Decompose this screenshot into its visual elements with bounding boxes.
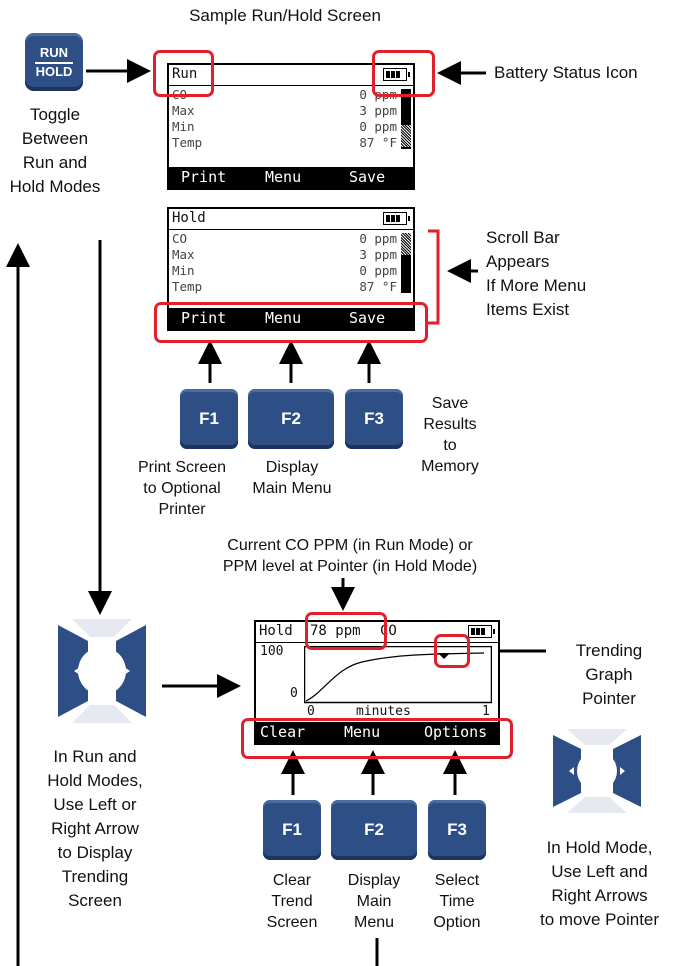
run-mode-label: Run — [172, 66, 198, 82]
f1-caption: Print Screen to Optional Printer — [137, 459, 227, 518]
hold-softkey-bar: Print Menu Save — [169, 308, 413, 329]
battery-icon — [383, 68, 410, 81]
f1-bottom-caption: Clear Trend Screen — [266, 872, 318, 931]
f3-bottom-caption: Select Time Option — [433, 872, 481, 931]
f3-key[interactable]: F3 — [345, 389, 403, 449]
softkey-menu[interactable]: Menu — [265, 168, 302, 186]
battery-icon — [383, 212, 410, 225]
battery-icon — [468, 625, 495, 638]
run-hold-key-line1: RUN — [39, 45, 69, 60]
pointer-highlight — [434, 634, 470, 668]
softkey-highlight — [154, 302, 428, 343]
softkey-clear[interactable]: Clear — [260, 723, 306, 741]
f3-caption: Save Results to Memory — [421, 395, 479, 475]
run-hold-key[interactable]: RUN HOLD — [25, 33, 83, 91]
y-max-label: 100 — [260, 644, 284, 659]
run-hold-caption: Toggle Between Run and Hold Modes — [9, 105, 101, 196]
softkey-save[interactable]: Save — [349, 309, 386, 327]
softkey-print[interactable]: Print — [181, 168, 227, 186]
run-hold-key-divider — [35, 62, 73, 64]
run-hold-key-line2: HOLD — [35, 64, 73, 79]
arrow-pad-right[interactable] — [543, 727, 651, 815]
arrow-right-caption: In Hold Mode, Use Left and Right Arrows … — [539, 838, 660, 929]
hold-mode-label: Hold — [172, 210, 206, 226]
battery-highlight — [372, 50, 435, 97]
trend-mode-label: Hold — [259, 623, 293, 639]
softkey-menu[interactable]: Menu — [265, 309, 302, 327]
y-min-label: 0 — [290, 686, 298, 701]
left-arrow-key — [58, 625, 88, 717]
x-min-label: 0 — [307, 704, 315, 719]
run-softkey-bar: Print Menu Save — [169, 167, 413, 188]
f2-bottom-caption: Display Main Menu — [347, 872, 401, 931]
scroll-caption: Scroll Bar Appears If More Menu Items Ex… — [486, 228, 587, 319]
trend-reading: 78 ppm — [310, 623, 361, 639]
f2-key[interactable]: F2 — [331, 800, 417, 860]
run-mode-highlight — [153, 50, 214, 97]
arrow-pad-left[interactable] — [48, 615, 156, 727]
f3-key[interactable]: F3 — [428, 800, 486, 860]
pointer-icon — [438, 653, 450, 659]
arrow-left-caption: In Run and Hold Modes, Use Left or Right… — [47, 747, 143, 910]
current-co-caption: Current CO PPM (in Run Mode) or PPM leve… — [222, 537, 478, 575]
f1-key[interactable]: F1 — [180, 389, 238, 449]
trend-softkey-bar: Clear Menu Options — [256, 722, 498, 743]
f1-key[interactable]: F1 — [263, 800, 321, 860]
x-label: minutes — [356, 704, 411, 719]
softkey-save[interactable]: Save — [349, 168, 386, 186]
softkey-menu[interactable]: Menu — [344, 723, 381, 741]
scroll-thumb[interactable] — [401, 125, 411, 147]
f2-caption: Display Main Menu — [252, 459, 332, 497]
hold-screen-header: Hold — [169, 209, 413, 230]
right-arrow-key — [613, 735, 641, 807]
scroll-thumb[interactable] — [401, 233, 411, 255]
battery-caption: Battery Status Icon — [494, 63, 638, 82]
trend-line — [305, 652, 485, 702]
left-arrow-key — [553, 735, 581, 807]
x-max-label: 1 — [482, 704, 490, 719]
trend-softkey-highlight — [241, 718, 513, 759]
scroll-bar[interactable] — [401, 233, 411, 293]
right-arrow-key — [116, 625, 146, 717]
trend-screen: Hold 78 ppm CO 100 0 0 minutes 1 Clear M… — [254, 620, 500, 745]
softkey-options[interactable]: Options — [424, 723, 488, 741]
f2-key[interactable]: F2 — [248, 389, 334, 449]
softkey-print[interactable]: Print — [181, 309, 227, 327]
scroll-bar[interactable] — [401, 89, 411, 149]
run-screen-header: Run — [169, 65, 413, 86]
reading-highlight — [305, 612, 387, 650]
diagram-title: Sample Run/Hold Screen — [189, 6, 381, 25]
trend-graph — [304, 646, 492, 704]
pointer-caption: Trending Graph Pointer — [575, 641, 643, 708]
